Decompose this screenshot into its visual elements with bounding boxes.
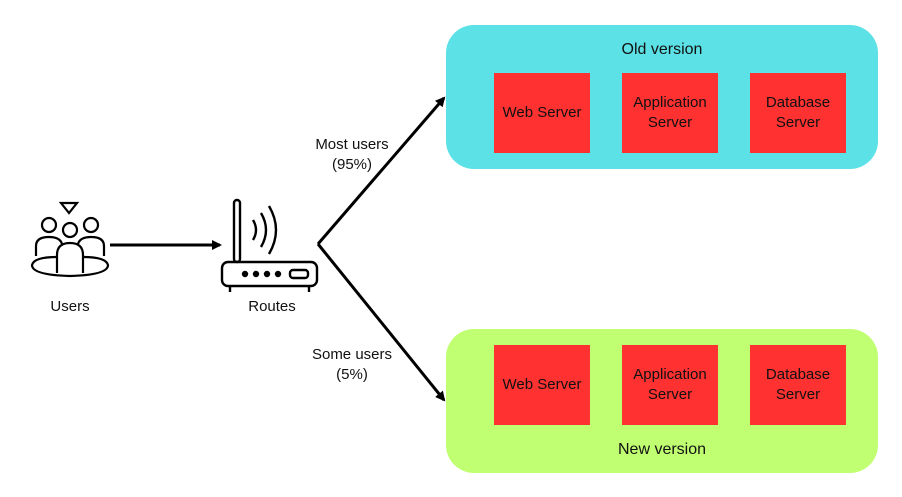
old-version-box: Old version Web Server Application Serve… [446,25,878,169]
old-app-server-line1: Application [633,94,707,111]
new-version-title: New version [617,441,707,458]
arrow-router-to-old [316,96,446,245]
old-db-server-line1: Database [765,94,831,111]
new-application-server: Application Server [622,345,718,425]
arrow-router-to-new [316,243,446,402]
new-db-server-line2: Server [775,386,821,403]
new-app-server-line2: Server [647,386,693,403]
new-version-box: Web Server Application Server Database S… [446,329,878,473]
most-users-label: Most users (95%) [300,135,404,175]
some-users-percent: (5%) [336,366,368,383]
old-application-server: Application Server [622,73,718,153]
old-database-server: Database Server [750,73,846,153]
old-version-title: Old version [621,41,703,58]
old-app-server-line2: Server [647,114,693,131]
some-users-label: Some users (5%) [300,345,404,385]
new-app-server-line1: Application [633,366,707,383]
new-db-server-line1: Database [765,366,831,383]
new-web-server: Web Server [494,345,590,425]
most-users-text: Most users [315,136,389,153]
some-users-text: Some users [311,346,393,363]
old-web-server-line1: Web Server [502,104,582,121]
new-web-server-line1: Web Server [502,376,582,393]
old-web-server: Web Server [494,73,590,153]
old-db-server-line2: Server [775,114,821,131]
users-label: Users [50,298,90,315]
routes-label: Routes [248,298,296,315]
new-database-server: Database Server [750,345,846,425]
most-users-percent: (95%) [331,156,372,173]
users-group-icon [30,201,110,278]
wifi-router-icon [220,198,319,292]
